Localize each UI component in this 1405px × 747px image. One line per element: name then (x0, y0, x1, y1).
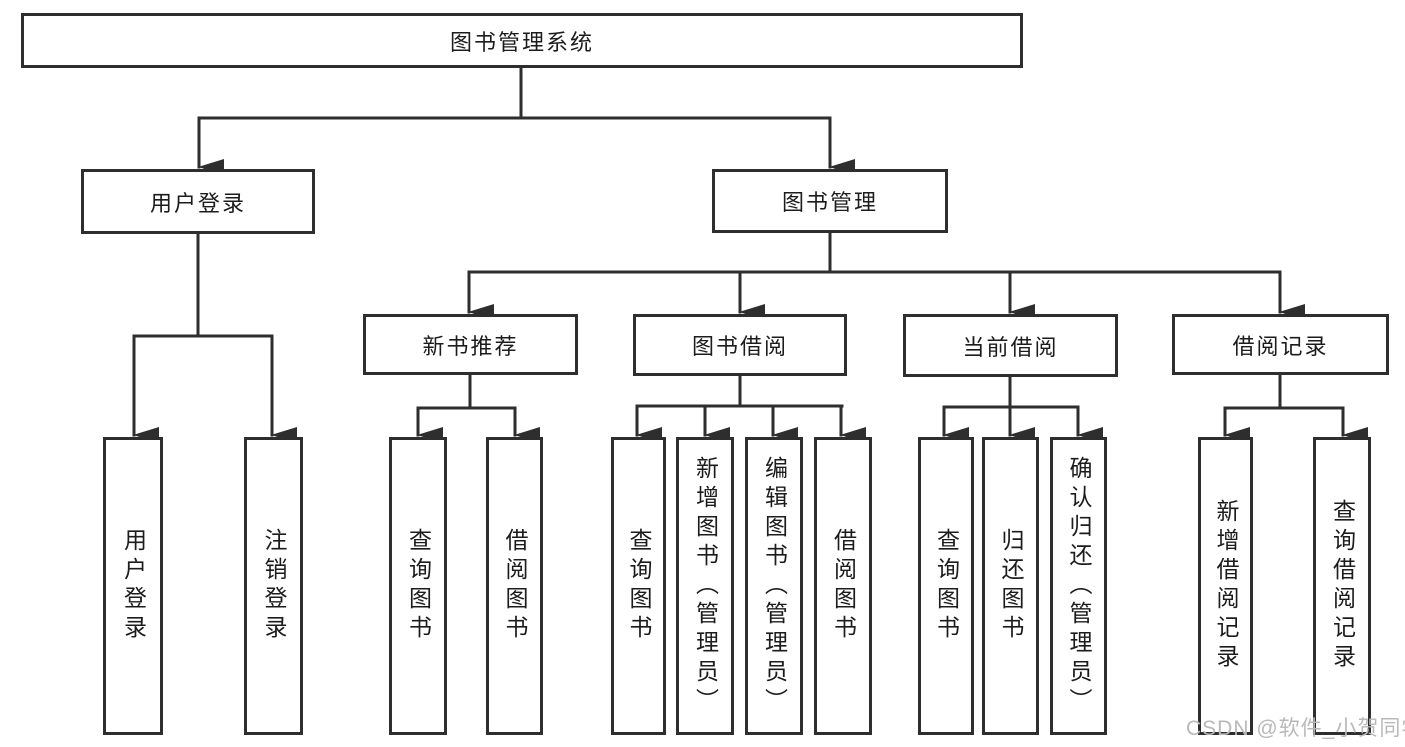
leaf-cb-confirm-return-admin: 确认归还（管理员） (1050, 437, 1107, 735)
node-borrowing-records: 借阅记录 (1172, 314, 1389, 375)
leaf-bb-borrow-books: 借阅图书 (814, 437, 872, 735)
leaf-bb-edit-books-admin: 编辑图书（管理员） (745, 437, 803, 735)
node-root: 图书管理系统 (21, 13, 1023, 68)
leaf-nbr-borrow-books: 借阅图书 (486, 437, 543, 735)
node-book-management: 图书管理 (712, 169, 948, 233)
node-current-borrowing: 当前借阅 (903, 314, 1118, 377)
node-book-borrowing: 图书借阅 (633, 314, 847, 376)
leaf-logout: 注销登录 (244, 437, 303, 735)
leaf-cb-return-books: 归还图书 (982, 437, 1039, 735)
leaf-bb-add-books-admin: 新增图书（管理员） (676, 437, 734, 735)
leaf-br-add-record: 新增借阅记录 (1198, 437, 1253, 735)
leaf-user-login: 用户登录 (103, 437, 163, 735)
node-user-login: 用户登录 (81, 169, 315, 234)
leaf-br-query-record: 查询借阅记录 (1313, 437, 1371, 735)
node-new-book-recommend: 新书推荐 (363, 314, 578, 375)
leaf-bb-query-books: 查询图书 (611, 437, 666, 735)
leaf-nbr-query-books: 查询图书 (389, 437, 447, 735)
watermark: CSDN @软件_小贺同学 (1186, 717, 1405, 740)
leaf-cb-query-books: 查询图书 (918, 437, 974, 735)
